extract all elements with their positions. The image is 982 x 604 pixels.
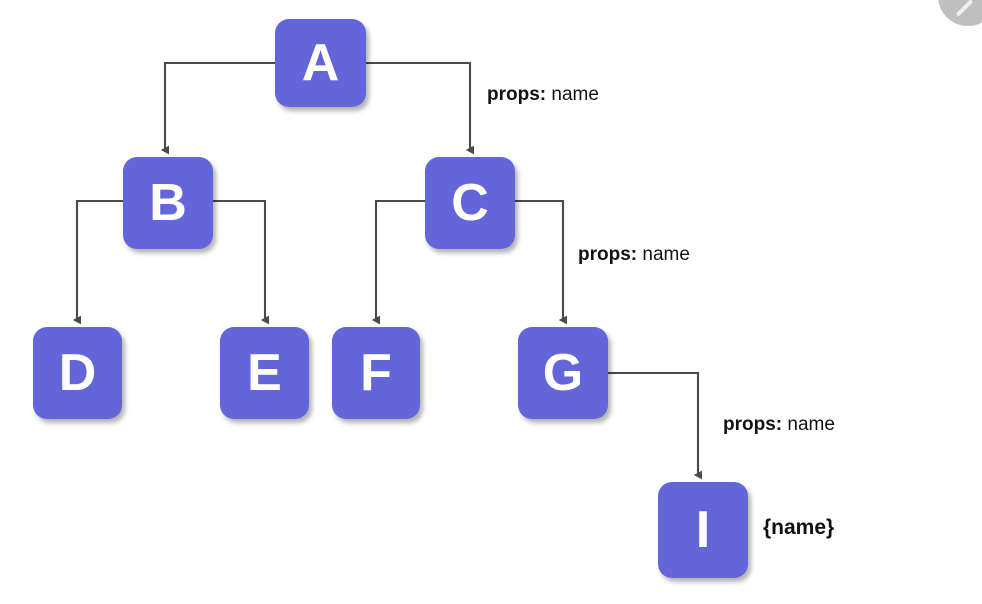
edge-g-to-i bbox=[608, 371, 703, 480]
component-node-label: C bbox=[451, 174, 489, 232]
edge-c-to-f bbox=[371, 199, 425, 325]
props-label-c-g: props: name bbox=[578, 244, 690, 266]
props-label-key: props: bbox=[723, 414, 783, 435]
component-node-e[interactable]: E bbox=[220, 327, 309, 419]
edge-a-to-b bbox=[160, 61, 275, 155]
component-node-label: D bbox=[58, 344, 97, 402]
props-label-key: props: bbox=[578, 244, 638, 265]
component-node-label: E bbox=[247, 344, 282, 402]
component-node-f[interactable]: F bbox=[332, 327, 420, 419]
component-node-b[interactable]: B bbox=[123, 157, 213, 249]
component-node-i[interactable]: I bbox=[658, 482, 748, 578]
component-node-c[interactable]: C bbox=[425, 157, 515, 249]
component-node-a[interactable]: A bbox=[275, 19, 366, 107]
props-label-value: name bbox=[642, 244, 690, 265]
props-label-g-i: props: name bbox=[723, 414, 835, 436]
props-label-value: name bbox=[787, 414, 835, 435]
component-node-g[interactable]: G bbox=[518, 327, 608, 419]
expression-label-i: {name} bbox=[763, 516, 835, 539]
component-node-d[interactable]: D bbox=[33, 327, 122, 419]
component-node-label: B bbox=[149, 174, 187, 232]
badge-slash-icon bbox=[955, 0, 974, 17]
gray-circle-badge-icon bbox=[938, 0, 982, 26]
component-node-label: G bbox=[542, 344, 584, 402]
props-label-key: props: bbox=[487, 84, 547, 105]
edge-c-to-g bbox=[515, 199, 568, 325]
props-label-a-c: props: name bbox=[487, 84, 599, 106]
props-label-value: name bbox=[551, 84, 599, 105]
edge-b-to-e bbox=[213, 199, 270, 325]
edge-a-to-c bbox=[366, 61, 475, 155]
component-node-label: A bbox=[301, 34, 340, 92]
component-node-label: I bbox=[695, 501, 711, 559]
edge-b-to-d bbox=[72, 199, 123, 325]
component-node-label: F bbox=[360, 344, 392, 402]
